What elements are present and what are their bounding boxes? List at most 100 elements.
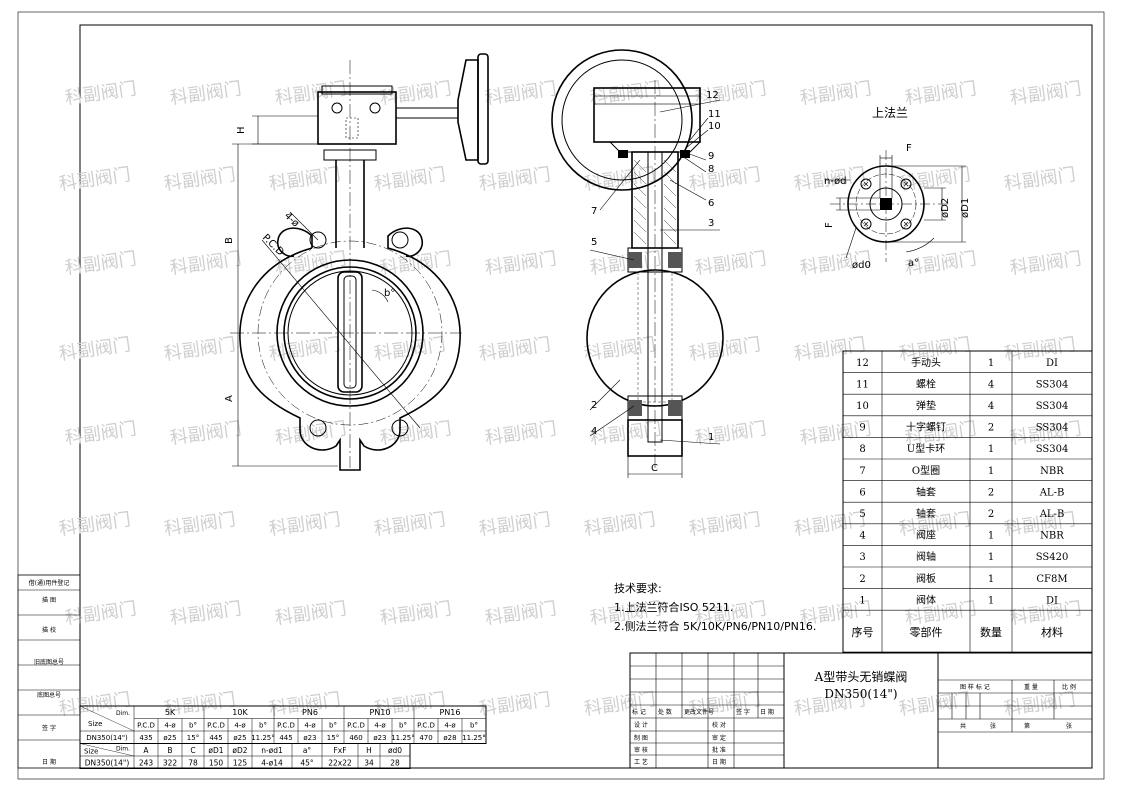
tb-col-label-date: 日 期	[760, 708, 774, 716]
tb-mid-ratify: 批 准	[712, 746, 726, 754]
note-line-1: 1.上法兰符合ISO 5211.	[614, 600, 733, 614]
flange-label-D1: øD1	[960, 198, 971, 218]
tb-col-label-docno: 更改文件号	[684, 708, 714, 716]
flange-table-subheader: P.C.D	[207, 722, 225, 730]
tb-mid-approve: 审 定	[712, 734, 726, 742]
tb-total-label: 共	[960, 722, 966, 730]
tb-mark-label: 图 样 标 记	[960, 683, 990, 691]
bom-cell: 十字螺钉	[906, 421, 946, 434]
top-flange-view	[826, 150, 966, 262]
watermark-text: 科副阀门	[163, 509, 237, 540]
bom-cell: SS420	[1036, 552, 1069, 563]
bom-cell: 4	[859, 531, 865, 542]
bom-cell: 3	[859, 552, 865, 563]
bom-cell: 轴套	[916, 485, 936, 498]
bom-cell: 1	[988, 574, 994, 585]
callout-11: 11	[708, 109, 721, 120]
dim-table-header: n-ød1	[261, 746, 283, 755]
watermark-text: 科副阀门	[589, 78, 663, 109]
dim-table-cell: 125	[233, 759, 248, 768]
flange-table-cell: ø28	[443, 734, 456, 742]
flange-table-subheader: 4-ø	[304, 722, 316, 730]
tb-left-process: 工 艺	[634, 758, 648, 766]
watermark-text: 科副阀门	[379, 598, 453, 629]
dim-table-dim-label: Dim.	[116, 746, 130, 753]
tb-scale-label: 比 例	[1062, 683, 1076, 691]
bom-cell: 1	[859, 595, 865, 606]
bom-cell: DI	[1046, 595, 1058, 606]
dim-table-header: FxF	[333, 746, 346, 755]
watermark-text: 科副阀门	[694, 418, 768, 449]
bom-cell: 1	[988, 595, 994, 606]
dim-table-header: a°	[303, 746, 312, 755]
dim-label-H: H	[236, 126, 247, 134]
watermark-text: 科副阀门	[694, 78, 768, 109]
tb-col-label-count: 处 数	[658, 708, 672, 716]
watermark-text: 科副阀门	[58, 334, 132, 365]
flange-table-subheader: b°	[470, 722, 478, 730]
bom-cell: 7	[859, 466, 865, 477]
flange-table-cell: 15°	[187, 734, 199, 742]
flange-table-cell: 470	[419, 734, 432, 742]
watermark-text: 科副阀门	[1009, 248, 1083, 279]
watermark-layer: 科副阀门科副阀门科副阀门科副阀门科副阀门科副阀门科副阀门科副阀门科副阀门科副阀门…	[58, 78, 1083, 720]
drawing-title: A型带头无销蝶阀	[814, 669, 908, 684]
watermark-text: 科副阀门	[268, 164, 342, 195]
top-flange-labels: F F n-ød ød0 a° øD2 øD1	[824, 143, 971, 271]
callout-4: 4	[591, 426, 597, 437]
bom-cell: DI	[1046, 358, 1058, 369]
drawing-size: DN350(14")	[824, 687, 897, 701]
bom-cell: SS304	[1036, 401, 1069, 412]
watermark-text: 科副阀门	[169, 598, 243, 629]
dim-table-size-label: Size	[84, 748, 98, 756]
bom-cell: 1	[988, 358, 994, 369]
flange-table-subheader: P.C.D	[137, 722, 155, 730]
flange-table-cell: 445	[209, 734, 222, 742]
dim-label-B: B	[224, 237, 235, 244]
callout-5: 5	[591, 237, 597, 248]
flange-table-cell: ø25	[163, 734, 176, 742]
dim-table-cell: DN350(14")	[85, 759, 130, 768]
flange-table-cell: 11.25°	[251, 734, 275, 742]
notes-heading: 技术要求:	[614, 582, 662, 595]
flange-table-cell: 435	[139, 734, 152, 742]
tb-left-design: 设 计	[634, 721, 648, 729]
dim-table-cell: 78	[188, 759, 198, 768]
bom-cell: 阀体	[916, 593, 936, 606]
watermark-text: 科副阀门	[583, 334, 657, 365]
bom-cell: 1	[988, 531, 994, 542]
watermark-text: 科副阀门	[163, 334, 237, 365]
watermark-text: 科副阀门	[64, 78, 138, 109]
bom-cell: CF8M	[1036, 574, 1067, 585]
watermark-text: 科副阀门	[373, 164, 447, 195]
technical-notes: 技术要求: 1.上法兰符合ISO 5211. 2.侧法兰符合 5K/10K/PN…	[614, 582, 816, 633]
bom-cell: 5	[859, 509, 865, 520]
watermark-text: 科副阀门	[478, 164, 552, 195]
flange-table-cell: DN350(14")	[86, 734, 128, 742]
watermark-text: 科副阀门	[478, 509, 552, 540]
callout-8: 8	[708, 164, 714, 175]
flange-table-cell: ø25	[233, 734, 246, 742]
bom-cell: 4	[988, 379, 994, 390]
bom-cell: 1	[988, 444, 994, 455]
tb-col-label-sign: 签 字	[736, 708, 750, 716]
flange-table-cell: ø23	[373, 734, 386, 742]
watermark-text: 科副阀门	[583, 509, 657, 540]
watermark-text: 科副阀门	[379, 248, 453, 279]
watermark-text: 科副阀门	[904, 598, 978, 629]
note-line-2: 2.侧法兰符合 5K/10K/PN6/PN10/PN16.	[614, 619, 816, 633]
tb-left-review: 审 核	[634, 746, 648, 754]
flange-table-group: PN6	[302, 708, 318, 717]
flange-table-group: PN16	[440, 708, 461, 717]
watermark-text: 科副阀门	[694, 248, 768, 279]
dim-label-A: A	[224, 395, 235, 402]
watermark-text: 科副阀门	[478, 689, 552, 720]
tb-weight-label: 重 量	[1024, 683, 1038, 691]
tb-mid-check: 校 对	[712, 721, 726, 729]
watermark-text: 科副阀门	[589, 418, 663, 449]
side-stamp-label: 描 图	[42, 596, 56, 604]
